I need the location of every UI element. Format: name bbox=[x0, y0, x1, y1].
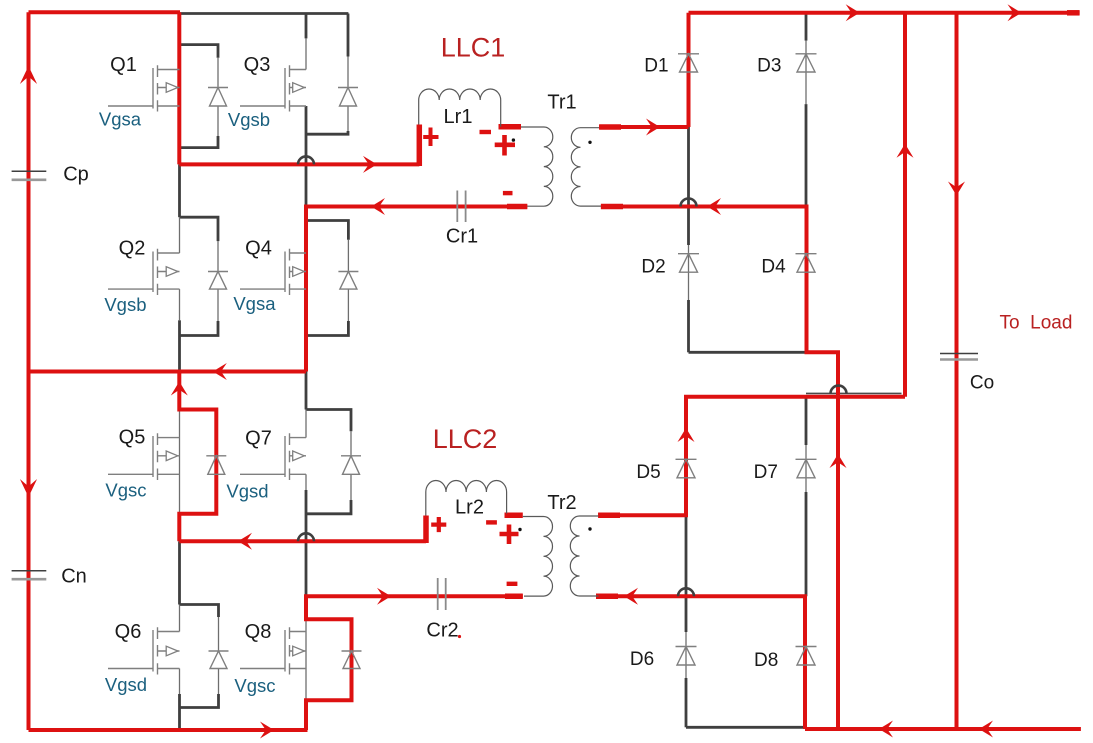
svg-text:Vgsd: Vgsd bbox=[226, 481, 268, 502]
svg-text:Vgsb: Vgsb bbox=[104, 294, 146, 315]
svg-text:D1: D1 bbox=[644, 55, 668, 76]
svg-text:LLC1: LLC1 bbox=[441, 33, 506, 63]
svg-text:D5: D5 bbox=[636, 462, 660, 483]
svg-text:LLC2: LLC2 bbox=[433, 424, 498, 454]
svg-text:Tr1: Tr1 bbox=[547, 92, 576, 114]
svg-text:D6: D6 bbox=[630, 649, 654, 670]
svg-text:Cr2: Cr2 bbox=[426, 620, 458, 642]
svg-text:D8: D8 bbox=[754, 650, 778, 671]
svg-text:Vgsa: Vgsa bbox=[99, 109, 142, 130]
svg-text:Vgsc: Vgsc bbox=[234, 675, 275, 696]
svg-text:Vgsc: Vgsc bbox=[105, 480, 146, 501]
svg-text:Cp: Cp bbox=[63, 164, 89, 186]
svg-text:D2: D2 bbox=[641, 257, 665, 278]
svg-text:Cn: Cn bbox=[61, 566, 87, 588]
svg-text:Q6: Q6 bbox=[115, 621, 142, 643]
svg-text:Vgsb: Vgsb bbox=[228, 109, 270, 130]
svg-text:D7: D7 bbox=[754, 462, 778, 483]
svg-text:Lr2: Lr2 bbox=[455, 497, 484, 519]
svg-text:Q8: Q8 bbox=[245, 621, 272, 643]
svg-text:Vgsd: Vgsd bbox=[105, 674, 147, 695]
svg-text:Q3: Q3 bbox=[244, 54, 271, 76]
svg-text:Lr1: Lr1 bbox=[444, 106, 473, 128]
svg-text:Vgsa: Vgsa bbox=[233, 293, 276, 314]
svg-text:Q5: Q5 bbox=[119, 427, 146, 449]
svg-text:D4: D4 bbox=[761, 257, 786, 278]
svg-text:D3: D3 bbox=[757, 55, 781, 76]
svg-text:Q4: Q4 bbox=[245, 238, 272, 260]
svg-text:Tr2: Tr2 bbox=[547, 492, 576, 514]
svg-text:Q2: Q2 bbox=[119, 238, 146, 260]
svg-text:Q1: Q1 bbox=[110, 54, 137, 76]
svg-text:Q7: Q7 bbox=[245, 428, 272, 450]
svg-text:To Load: To Load bbox=[1000, 313, 1073, 334]
svg-text:Cr1: Cr1 bbox=[446, 226, 478, 248]
svg-text:Co: Co bbox=[970, 373, 994, 394]
